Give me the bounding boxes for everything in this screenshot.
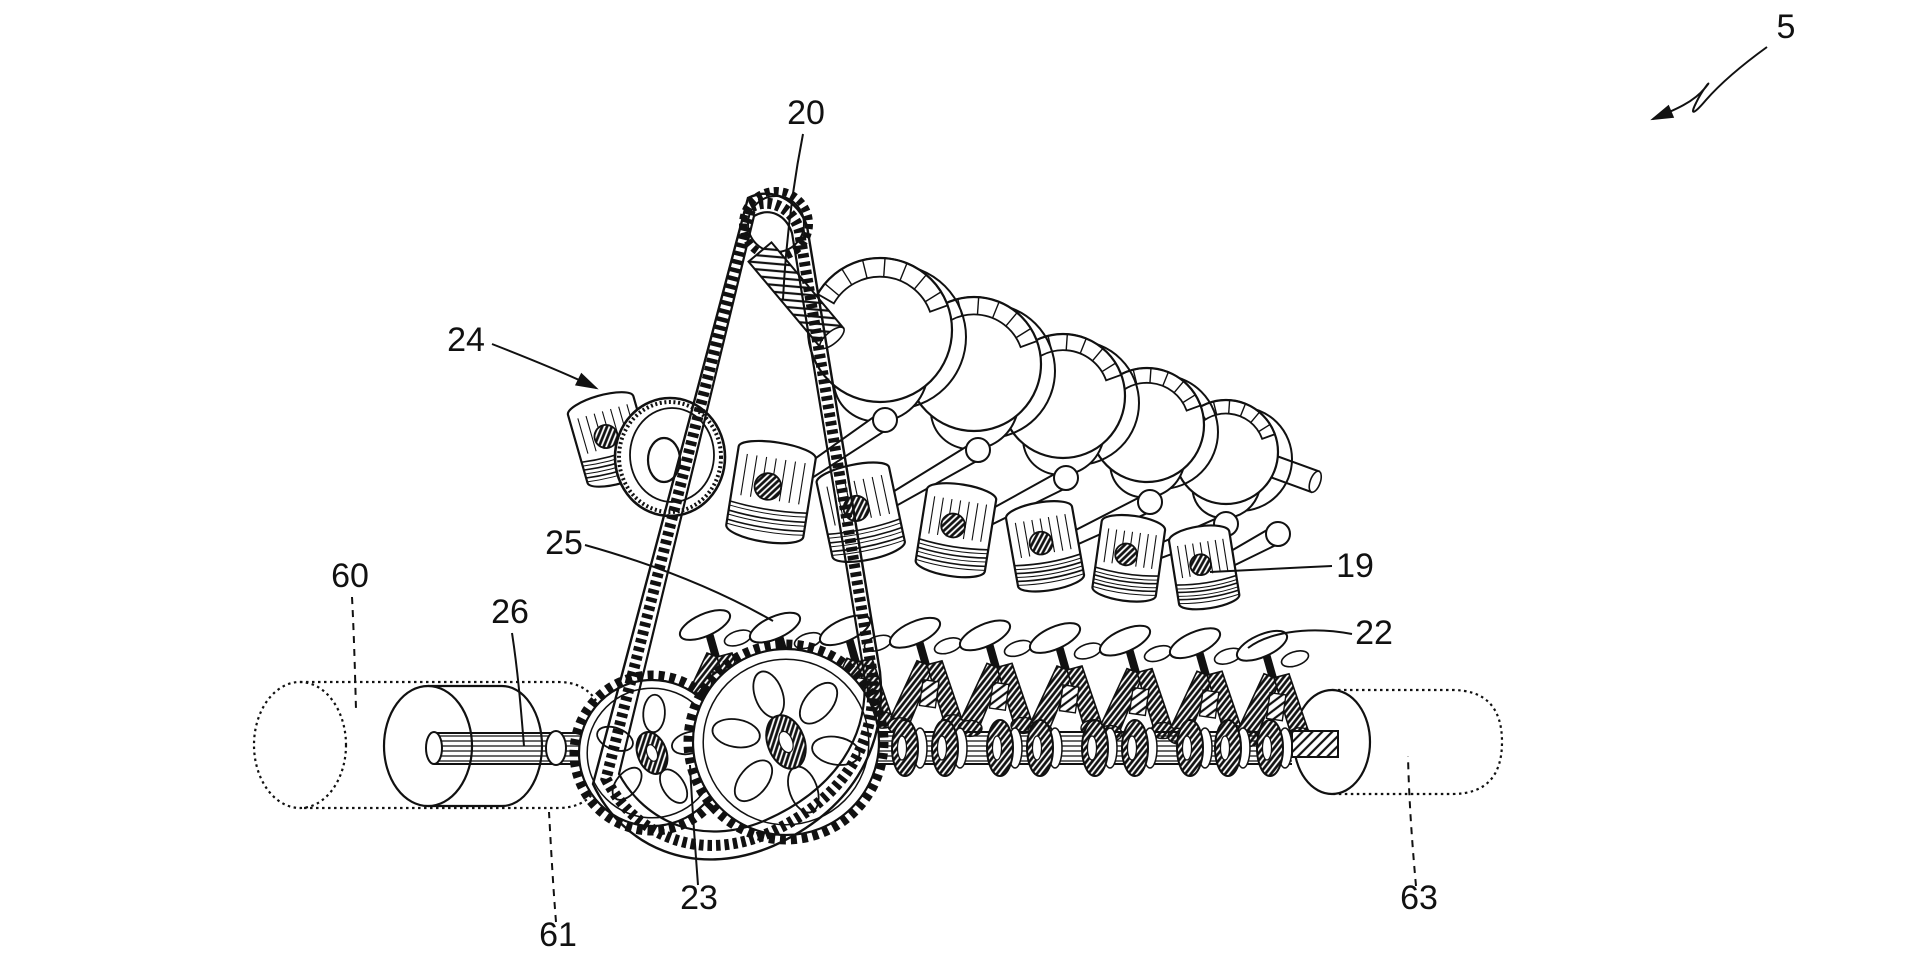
ref-label-20: 20 — [787, 94, 825, 132]
leader-24 — [491, 343, 599, 390]
piston — [815, 461, 906, 563]
engine-assembly-art — [252, 187, 1504, 861]
leader-60 — [351, 596, 357, 711]
ref-label-61: 61 — [539, 916, 577, 954]
piston — [1004, 500, 1086, 593]
piston — [1091, 513, 1167, 603]
cam-sprockets-group — [569, 639, 889, 845]
piston — [914, 482, 998, 579]
ref-label-25: 25 — [545, 524, 583, 562]
ref-label-63: 63 — [1400, 879, 1438, 917]
ref-label-26: 26 — [491, 593, 529, 631]
leader-20 — [782, 133, 804, 300]
ref-label-19: 19 — [1336, 547, 1374, 585]
ref-label-22: 22 — [1355, 614, 1393, 652]
reference-labels: 5 20 24 25 19 22 60 26 23 61 63 — [331, 8, 1795, 954]
piston — [725, 439, 817, 545]
timing-belt — [591, 192, 883, 861]
leader-63 — [1407, 755, 1417, 887]
leader-lines — [351, 46, 1768, 923]
piston — [1167, 524, 1241, 611]
leader-25 — [584, 544, 774, 622]
leader-23 — [689, 764, 699, 886]
leader-19 — [1209, 565, 1333, 573]
leader-26 — [511, 632, 525, 747]
idler-pulley — [613, 396, 727, 518]
leader-22 — [1247, 629, 1353, 649]
leader-5 — [1650, 46, 1768, 121]
ref-label-60: 60 — [331, 557, 369, 595]
leader-61 — [548, 811, 557, 923]
ref-label-24: 24 — [447, 321, 485, 359]
crankshaft-group — [739, 187, 1323, 520]
ref-label-23: 23 — [680, 879, 718, 917]
ref-label-5: 5 — [1777, 8, 1796, 46]
